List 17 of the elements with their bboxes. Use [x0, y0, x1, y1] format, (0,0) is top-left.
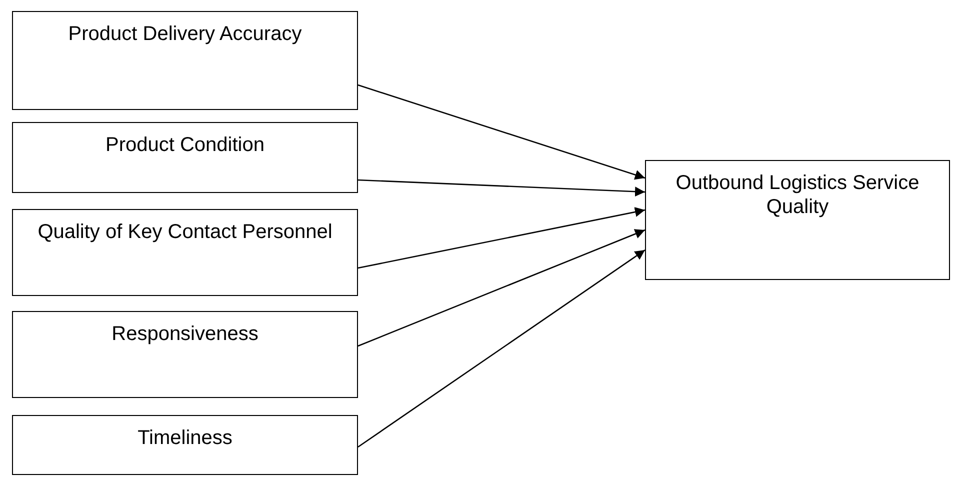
box-label: Product Delivery Accuracy: [68, 22, 302, 46]
factor-box: [12, 209, 358, 296]
factor-box: [645, 160, 950, 280]
arrow: [358, 179, 646, 197]
box-label: Outbound Logistics Service Quality: [674, 171, 920, 219]
factor-box: [12, 11, 358, 110]
factor-box: [12, 311, 358, 398]
box-label: Responsiveness: [112, 322, 258, 346]
arrow: [358, 249, 646, 448]
factor-box: [12, 122, 358, 193]
arrow: [358, 84, 646, 180]
box-label: Timeliness: [138, 426, 232, 450]
box-label: Product Condition: [106, 133, 264, 157]
factor-box: [12, 415, 358, 475]
arrow: [358, 207, 646, 269]
box-label: Quality of Key Contact Personnel: [38, 220, 332, 244]
arrow: [358, 229, 646, 347]
